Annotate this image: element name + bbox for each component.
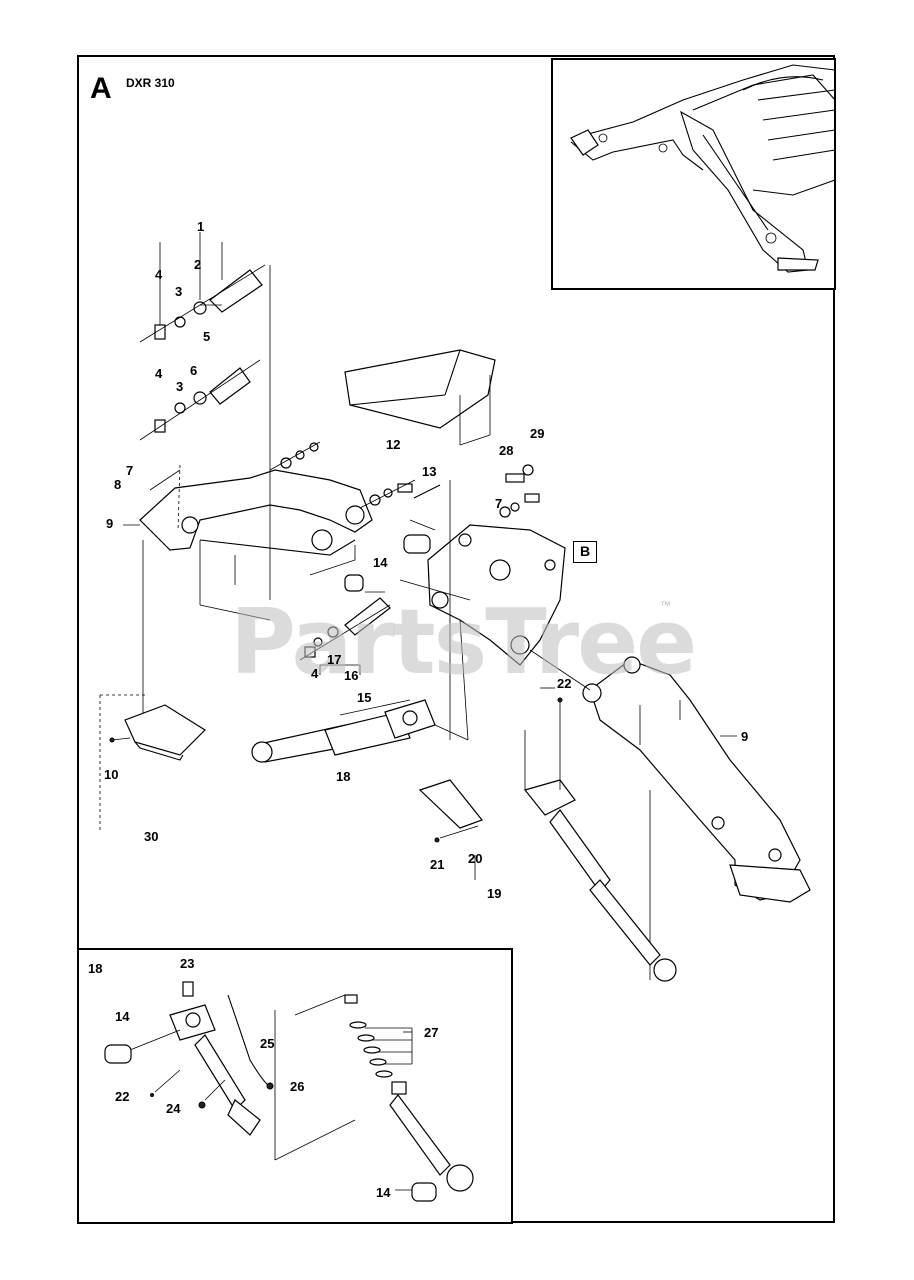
swing-cylinder	[251, 619, 469, 763]
callout-19[interactable]: 19	[487, 886, 502, 901]
watermark-text: PartsTree	[230, 590, 697, 695]
detail-callout-25[interactable]: 25	[260, 1036, 275, 1051]
guard-plate	[418, 779, 483, 880]
detail-callout-24[interactable]: 24	[166, 1101, 181, 1116]
callout-4[interactable]: 4	[155, 366, 163, 381]
callout-4[interactable]: 4	[311, 666, 319, 681]
pivot-pin-set	[299, 574, 391, 675]
callout-10[interactable]: 10	[104, 767, 119, 782]
callout-22[interactable]: 22	[557, 676, 572, 691]
callout-18[interactable]: 18	[336, 769, 351, 784]
callout-30[interactable]: 30	[144, 829, 159, 844]
callout-29[interactable]: 29	[530, 426, 545, 441]
cover-plate	[344, 349, 496, 446]
detail-callout-23[interactable]: 23	[180, 956, 195, 971]
callout-14[interactable]: 14	[373, 555, 388, 570]
detail-callout-14[interactable]: 14	[115, 1009, 130, 1024]
section-letter: A	[90, 72, 112, 105]
callout-4[interactable]: 4	[155, 267, 163, 282]
boom-cylinder	[523, 697, 677, 982]
machine-overview-drawing	[570, 64, 836, 273]
detail-callout-18[interactable]: 18	[88, 961, 103, 976]
swing-bracket-arm	[139, 265, 441, 720]
callout-3[interactable]: 3	[176, 379, 184, 394]
callout-7[interactable]: 7	[126, 463, 134, 478]
detail-callout-26[interactable]: 26	[290, 1079, 305, 1094]
model-label: DXR 310	[126, 76, 175, 90]
callout-15[interactable]: 15	[357, 690, 372, 705]
machine-overview-inset	[551, 58, 836, 290]
callout-1[interactable]: 1	[197, 219, 205, 234]
callout-13[interactable]: 13	[422, 464, 437, 479]
detail-callout-22[interactable]: 22	[115, 1089, 130, 1104]
trademark-symbol: ™	[660, 600, 671, 612]
fastener-stack-lower	[139, 359, 261, 441]
callout-28[interactable]: 28	[499, 443, 514, 458]
detail-callout-14[interactable]: 14	[376, 1185, 391, 1200]
callout-12[interactable]: 12	[386, 437, 401, 452]
callout-8[interactable]: 8	[114, 477, 122, 492]
callout-16[interactable]: 16	[344, 668, 359, 683]
callout-9[interactable]: 9	[106, 516, 114, 531]
callout-9[interactable]: 9	[741, 729, 749, 744]
callout-2[interactable]: 2	[194, 257, 202, 272]
callout-7[interactable]: 7	[495, 496, 503, 511]
cylinder-detail-box	[77, 948, 513, 1224]
callout-20[interactable]: 20	[468, 851, 483, 866]
detail-seal-stack	[349, 1021, 407, 1095]
reference-box-b[interactable]: B	[573, 541, 597, 563]
callout-21[interactable]: 21	[430, 857, 445, 872]
callout-leaders	[123, 304, 737, 1191]
support-pad	[99, 694, 206, 830]
callout-6[interactable]: 6	[190, 363, 198, 378]
fastener-stack-upper	[139, 232, 266, 343]
detail-callout-27[interactable]: 27	[424, 1025, 439, 1040]
callout-3[interactable]: 3	[175, 284, 183, 299]
callout-5[interactable]: 5	[203, 329, 211, 344]
boom-arm	[529, 649, 811, 980]
swing-pivot-bracket	[399, 464, 566, 740]
detail-cylinder-parts	[104, 981, 474, 1202]
callout-17[interactable]: 17	[327, 652, 342, 667]
